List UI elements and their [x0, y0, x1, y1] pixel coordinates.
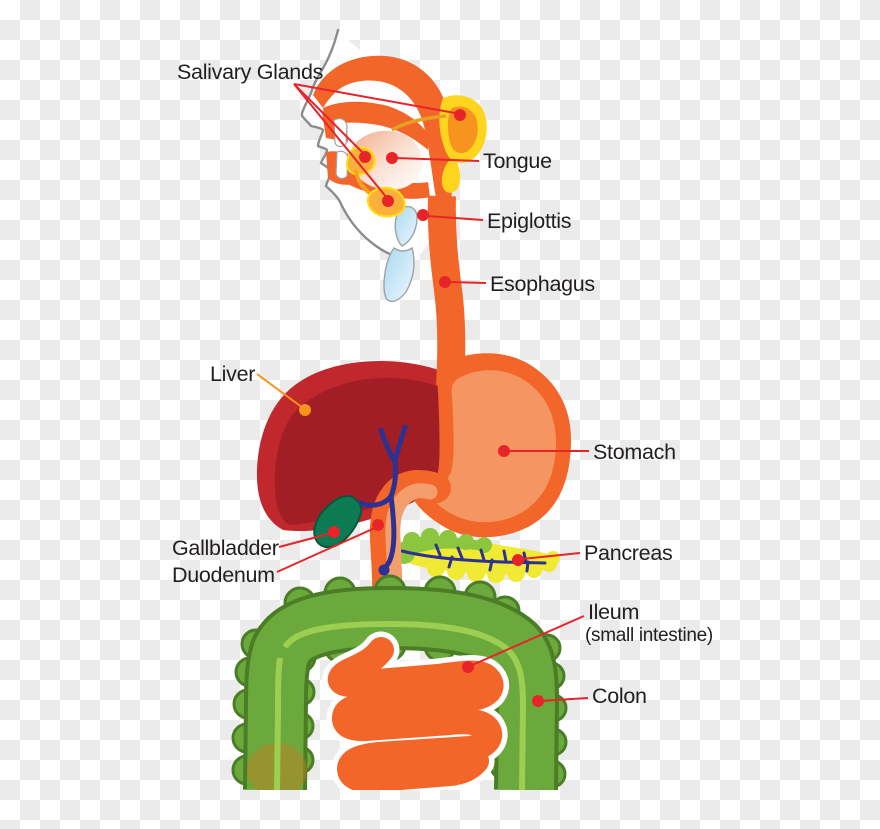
label-esophagus: Esophagus	[490, 272, 595, 296]
leader-lines	[276, 83, 589, 702]
pancreas-lobules-yellow	[427, 551, 560, 583]
label-colon: Colon	[592, 684, 647, 708]
teeth	[333, 118, 349, 180]
parotid-tail	[441, 156, 461, 193]
parotid-duct	[391, 114, 447, 132]
colon-shape	[231, 574, 568, 790]
label-tongue: Tongue	[483, 149, 552, 173]
colon-taenia-stripe	[274, 620, 527, 790]
label-epiglottis: Epiglottis	[487, 209, 571, 233]
label-salivary-glands: Salivary Glands	[177, 60, 323, 84]
esophagus-shape	[427, 195, 466, 387]
stomach-interior	[428, 370, 557, 523]
liver-shading	[274, 377, 474, 525]
marker-dots	[328, 109, 544, 707]
papilla-dot	[378, 564, 390, 576]
anatomy-artwork	[231, 28, 572, 790]
label-stomach: Stomach	[593, 440, 676, 464]
small-intestine-shape	[322, 631, 509, 790]
label-liver: Liver	[210, 362, 255, 386]
epiglottis-trachea-shape	[383, 205, 418, 303]
label-gallbladder: Gallbladder	[172, 536, 279, 560]
label-pancreas: Pancreas	[584, 541, 672, 565]
label-ileum: Ileum	[588, 600, 639, 624]
labels: Salivary Glands Tongue Epiglottis Esopha…	[172, 60, 713, 708]
liver-leader-line	[256, 373, 304, 409]
face-profile-outline	[300, 28, 400, 259]
label-ileum-note: (small intestine)	[585, 625, 713, 646]
label-duodenum: Duodenum	[172, 563, 275, 587]
liver-marker-dot	[299, 404, 311, 416]
